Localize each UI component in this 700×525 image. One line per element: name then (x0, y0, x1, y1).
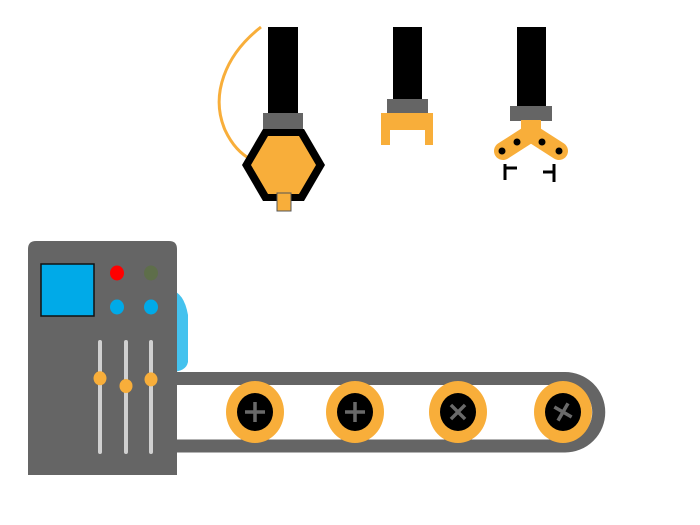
claw-hook-right (543, 164, 556, 182)
arm-collar (387, 99, 428, 114)
conveyor-belt (170, 372, 606, 453)
screw-icon (553, 402, 573, 422)
claw-pin (538, 138, 546, 146)
arm-collar (263, 113, 303, 129)
arm-collar (510, 106, 552, 121)
hex-gripper-inner (251, 136, 316, 194)
claw-pin (498, 147, 506, 155)
slider-2[interactable] (119, 340, 133, 454)
roller (326, 381, 384, 443)
slider-1[interactable] (93, 340, 107, 454)
cable (217, 25, 262, 162)
screw-icon (345, 402, 365, 422)
slider-3[interactable] (144, 340, 158, 454)
screw-icon (245, 402, 265, 422)
robot-arm-claw-gripper (494, 27, 568, 182)
slider-knob[interactable] (93, 371, 107, 386)
robot-arm-u-gripper (381, 27, 433, 145)
indicator-light-blue (110, 299, 124, 315)
claw-pin (555, 147, 563, 155)
roller (429, 381, 487, 443)
arm-shaft (268, 27, 298, 114)
roller (226, 381, 284, 443)
arm-shaft (517, 27, 546, 108)
robot-arm-hex-gripper (217, 25, 325, 212)
indicator-light-red (110, 265, 124, 281)
indicator-light-blue (144, 299, 158, 315)
indicator-light-green (144, 265, 158, 281)
roller (534, 381, 592, 443)
u-gripper (381, 113, 433, 145)
screw-icon (449, 403, 467, 421)
belt (170, 372, 606, 453)
slider-knob[interactable] (144, 372, 158, 387)
arm-shaft (393, 27, 422, 100)
control-cabinet (28, 241, 177, 475)
nozzle (276, 192, 292, 212)
claw-hook-left (503, 164, 517, 180)
claw-pin (513, 138, 521, 146)
slider-knob[interactable] (119, 379, 133, 393)
cabinet-screen (40, 263, 95, 317)
